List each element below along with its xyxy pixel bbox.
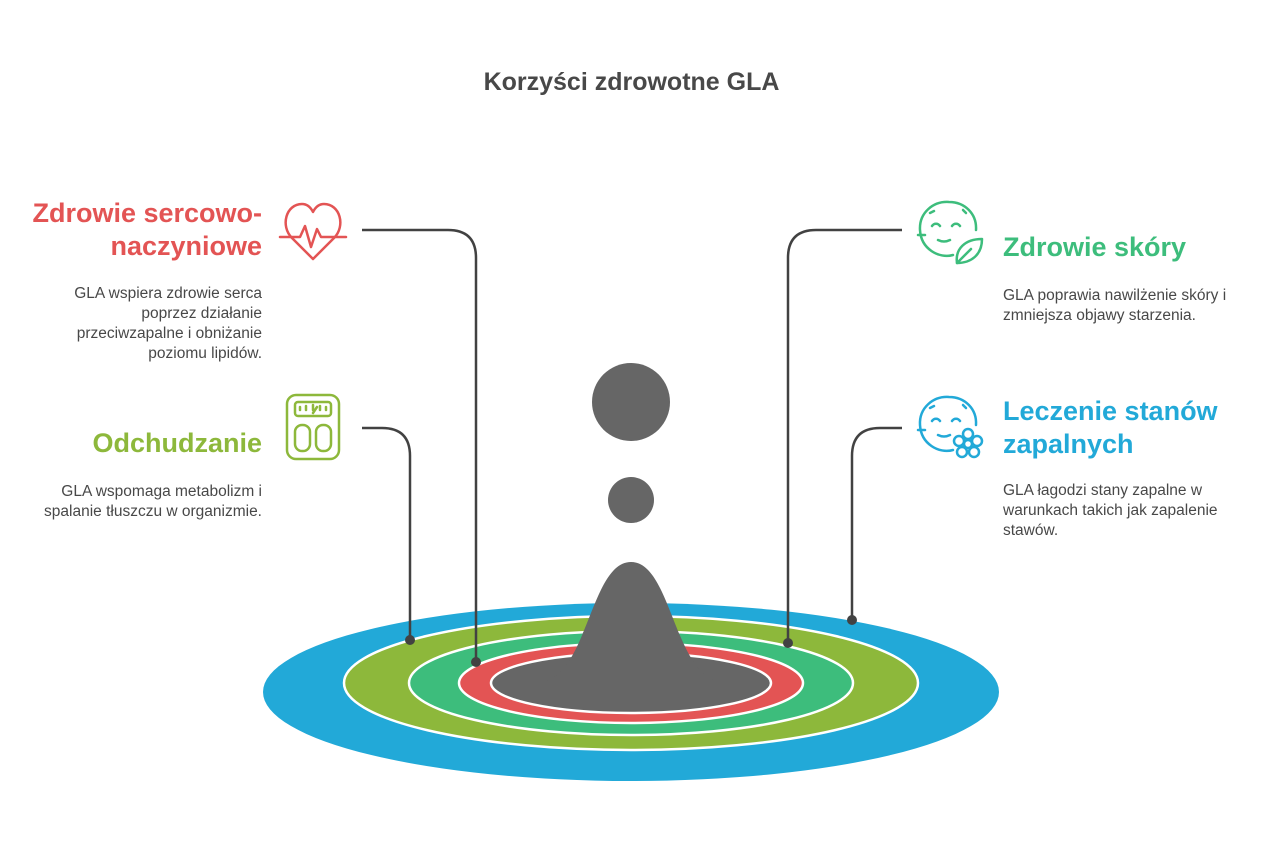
connector-dot-inflammation <box>847 615 857 625</box>
description-inflammation: GLA łagodzi stany zapalne w warunkach ta… <box>1003 482 1218 539</box>
connector-inflammation <box>850 426 902 620</box>
drop-large <box>592 363 670 441</box>
heading-skin: Zdrowie skóry <box>1003 232 1187 262</box>
connector-weight <box>362 426 412 640</box>
description-skin: GLA poprawia nawilżenie skóry i zmniejsz… <box>1003 287 1227 324</box>
face-flower-icon <box>916 395 984 459</box>
heading-inflammation: Leczenie stanów zapalnych <box>1003 396 1218 459</box>
description-cardio: GLA wspiera zdrowie serca poprzez działa… <box>74 285 262 362</box>
face-leaf-icon <box>916 200 984 265</box>
connector-cardio <box>362 228 478 662</box>
heading-cardio: Zdrowie sercowo-naczyniowe <box>32 198 262 261</box>
splash-peak <box>546 562 716 681</box>
connector-dot-skin <box>783 638 793 648</box>
heading-weight: Odchudzanie <box>92 428 262 458</box>
connector-skin <box>786 228 902 643</box>
page-title: Korzyści zdrowotne GLA <box>483 68 780 96</box>
drop-small <box>608 477 654 523</box>
connector-dot-cardio <box>471 657 481 667</box>
heart-pulse-icon <box>278 202 348 261</box>
connector-dot-weight <box>405 635 415 645</box>
description-weight: GLA wspomaga metabolizm i spalanie tłusz… <box>44 483 262 520</box>
scale-icon <box>285 393 341 461</box>
